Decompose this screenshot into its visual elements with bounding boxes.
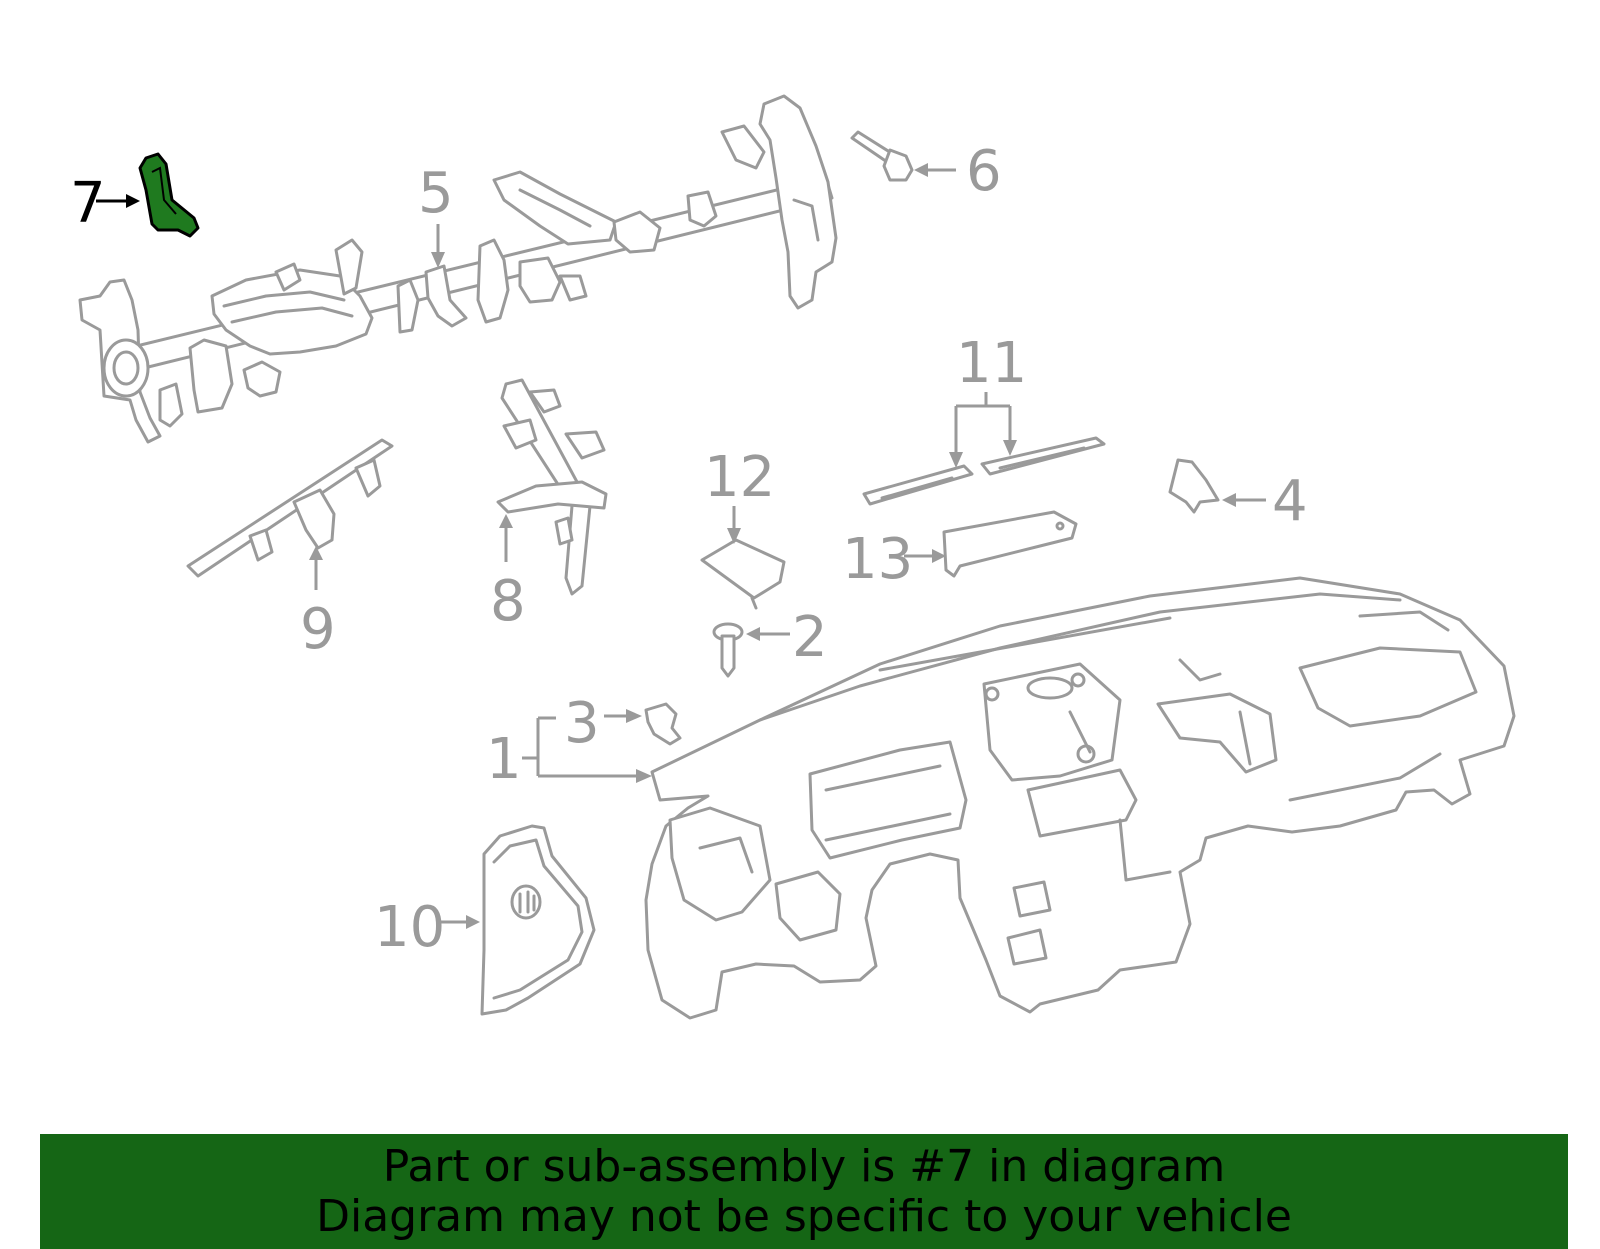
- callout-6: 6: [914, 139, 1002, 204]
- callout-9-label: 9: [300, 597, 336, 662]
- callout-5: 5: [418, 161, 454, 268]
- callout-13-label: 13: [842, 527, 913, 592]
- part-12-cover[interactable]: [700, 538, 786, 610]
- part-7-bracket[interactable]: [138, 152, 200, 238]
- callout-2: 2: [746, 605, 828, 670]
- part-11-vent-strips[interactable]: [862, 436, 1106, 506]
- callout-3-label: 3: [564, 691, 600, 756]
- callout-10-label: 10: [374, 895, 445, 960]
- callout-11: 11: [949, 331, 1027, 468]
- callout-12-label: 12: [704, 445, 775, 510]
- callout-13: 13: [842, 527, 946, 592]
- callout-4: 4: [1222, 469, 1308, 534]
- callout-8-label: 8: [490, 569, 526, 634]
- callout-9: 9: [300, 546, 336, 662]
- callout-10: 10: [374, 895, 480, 960]
- callout-2-label: 2: [792, 605, 828, 670]
- part-8-center-brace[interactable]: [496, 378, 608, 596]
- part-10-side-cover[interactable]: [480, 824, 596, 1016]
- info-banner: Part or sub-assembly is #7 in diagram Di…: [40, 1134, 1568, 1249]
- callout-11-label: 11: [956, 331, 1027, 396]
- callout-6-label: 6: [966, 139, 1002, 204]
- parts-diagram: 7 5: [70, 94, 1516, 1020]
- callout-5-label: 5: [418, 161, 454, 226]
- part-3-clip[interactable]: [644, 702, 682, 746]
- part-5-crosscar-beam[interactable]: [78, 94, 838, 444]
- part-6-bolt[interactable]: [850, 130, 914, 182]
- part-4-end-cap[interactable]: [1168, 458, 1220, 514]
- callout-4-label: 4: [1272, 469, 1308, 534]
- banner-line-disclaimer: Diagram may not be specific to your vehi…: [316, 1190, 1292, 1242]
- callout-12: 12: [704, 445, 775, 544]
- callout-3: 3: [564, 691, 642, 756]
- part-2-clip[interactable]: [712, 622, 744, 678]
- callout-1: 1: [486, 716, 652, 792]
- banner-line-part-number: Part or sub-assembly is #7 in diagram: [382, 1140, 1226, 1192]
- part-9-lower-brace[interactable]: [186, 438, 394, 578]
- callout-7: 7: [70, 171, 140, 236]
- part-13-panel[interactable]: [942, 510, 1078, 578]
- callout-8: 8: [490, 514, 526, 634]
- callout-1-label: 1: [486, 727, 522, 792]
- part-1-instrument-panel[interactable]: [644, 576, 1516, 1020]
- callout-7-label: 7: [70, 171, 106, 236]
